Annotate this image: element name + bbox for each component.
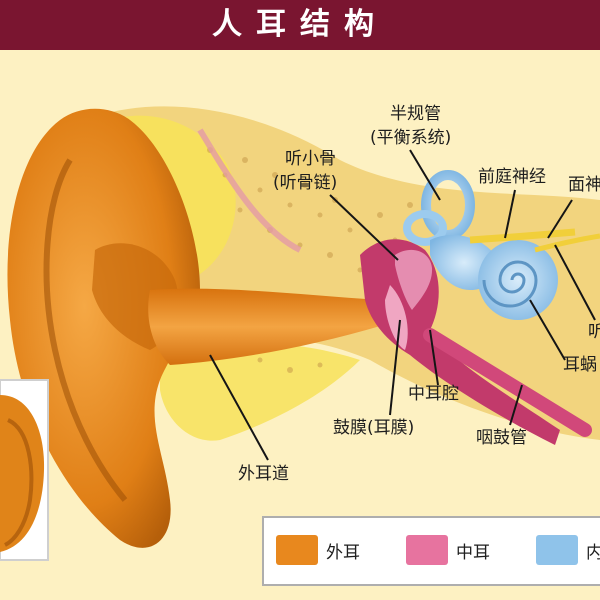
leader-semicircular (409, 149, 441, 201)
label-facial-nerve: 面神 (568, 175, 600, 195)
leader-middle-ear (429, 329, 439, 386)
leader-cochlea (529, 299, 566, 361)
blood-vessel (197, 128, 302, 253)
inset-ear-fold (3, 418, 34, 547)
legend-label-outer-ear: 外耳 (326, 543, 360, 563)
legend-swatch-outer-ear (276, 535, 318, 565)
cochlea-spiral (482, 260, 538, 308)
label-eardrum: 鼓膜(耳膜) (333, 418, 415, 438)
label-ossicles: 听小骨 (285, 149, 336, 169)
label-ear-canal: 外耳道 (238, 464, 289, 484)
ear-canal-shape (148, 288, 400, 365)
label-semicircular-canals: 半规管 (390, 104, 441, 124)
leader-eustachian (509, 384, 523, 426)
eardrum-shape (385, 285, 408, 350)
semicircular-canal-1 (421, 170, 475, 240)
leader-ossicles (329, 194, 399, 261)
label-cochlear-nerve: 听 (588, 322, 600, 342)
legend-label-middle-ear: 中耳 (456, 543, 490, 563)
leader-eardrum (389, 319, 401, 416)
ossicles-shape (395, 249, 433, 310)
label-eustachian-tube: 咽鼓管 (476, 428, 527, 448)
legend: 外耳 中耳 内耳 (262, 516, 600, 586)
leader-cochlear (554, 244, 596, 321)
label-cochlea: 耳蜗 (563, 355, 597, 375)
label-semicircular-canals-sub: (平衡系统) (370, 128, 452, 148)
legend-swatch-inner-ear (536, 535, 578, 565)
auricle-fold (43, 158, 128, 502)
semicircular-canal-2 (403, 210, 447, 246)
leader-facial (547, 199, 573, 239)
auricle (7, 108, 200, 548)
title-bar (0, 0, 600, 50)
nerve-shape-2 (534, 233, 600, 253)
cochlea-shape (478, 240, 558, 320)
leader-vestibular (504, 189, 516, 239)
inset-ear (0, 395, 45, 552)
legend-label-inner-ear: 内耳 (586, 543, 600, 563)
label-middle-ear-cavity: 中耳腔 (408, 384, 459, 404)
leader-ear-canal (209, 354, 269, 461)
yellow-tissue-lower (160, 343, 360, 441)
legend-swatch-middle-ear (406, 535, 448, 565)
eustachian-tube-shape (423, 328, 592, 437)
diagram-title: 人耳结构 (212, 7, 388, 42)
label-vestibular-nerve: 前庭神经 (478, 167, 546, 187)
nerve-shape (469, 228, 576, 244)
label-ossicles-sub: (听骨链) (273, 173, 338, 193)
